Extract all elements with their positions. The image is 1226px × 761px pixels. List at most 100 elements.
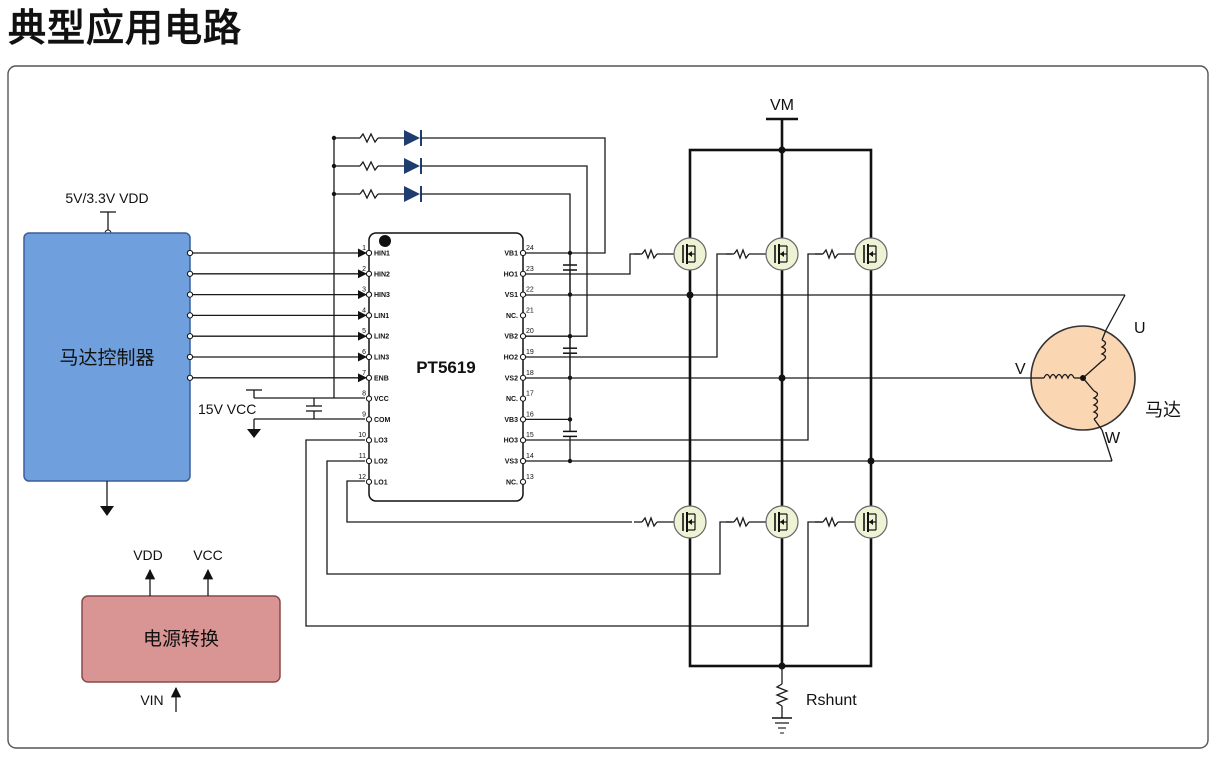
pin-name: HIN2: [374, 271, 390, 278]
ground-arrow-icon: [247, 429, 261, 438]
vcc-supply: 15V VCC: [198, 389, 365, 438]
boot-resistor: [359, 160, 379, 172]
pin-number: 14: [526, 453, 534, 460]
ic-pin-right: [519, 353, 527, 361]
pin-number: 17: [526, 391, 534, 398]
diagram-panel: [7, 65, 1209, 749]
pin-number: 1: [362, 245, 366, 252]
diode-icon: [404, 158, 420, 174]
pin-number: 22: [526, 287, 534, 294]
mosfet-icon: [726, 505, 799, 539]
pin-name: VS2: [505, 375, 518, 382]
ic-pin-left: [365, 291, 373, 298]
pin-number: 9: [362, 411, 366, 418]
junction-dot: [567, 417, 573, 422]
phase-v-label: V: [1015, 361, 1026, 378]
pin-name: COM: [374, 417, 391, 424]
pin-name: VB3: [504, 417, 518, 424]
pin-name: VCC: [374, 396, 389, 403]
ic-name: PT5619: [416, 358, 476, 377]
controller-output-pin: [186, 291, 194, 298]
power-out-vcc: VCC: [193, 547, 223, 563]
bootstrap-circuits: [331, 130, 606, 464]
pin-number: 24: [526, 245, 534, 252]
pin-number: 20: [526, 328, 534, 335]
ic-pin-left: [365, 478, 373, 485]
motor-label: 马达: [1145, 400, 1181, 421]
ic-pin-right: [519, 416, 527, 423]
pin-number: 16: [526, 411, 534, 418]
boot-resistor: [359, 132, 379, 144]
pin-name: LIN1: [374, 313, 389, 320]
controller-output-pin: [186, 333, 194, 340]
pin-name: VB1: [504, 251, 518, 258]
three-phase-bridge: [634, 146, 888, 670]
boot-wire: [421, 193, 571, 421]
boot-wire: [421, 137, 606, 254]
pin-number: 8: [362, 391, 366, 398]
ic-pin-left: [365, 353, 373, 361]
pin-number: 2: [362, 266, 366, 273]
ic-pin-right: [519, 437, 527, 444]
ic-pin-right: [519, 333, 527, 340]
pin-name: ENB: [374, 375, 389, 382]
pin-number: 11: [359, 453, 366, 460]
mosfet-icon: [815, 237, 888, 271]
ic-pin-left: [365, 437, 373, 444]
control-signal-lines: [186, 248, 367, 383]
mosfet-icon: [726, 237, 799, 271]
pin-number: 12: [358, 474, 366, 481]
phase-w-label: W: [1105, 430, 1121, 447]
ic-pin-left: [365, 374, 373, 381]
shunt-resistor: Rshunt: [772, 666, 857, 734]
power-in-vin: VIN: [140, 692, 163, 708]
gate-drive-wires: [305, 253, 1125, 627]
pin-name: LIN2: [374, 334, 389, 341]
ic-pin-left: [365, 249, 373, 257]
vm-supply: VM: [766, 97, 798, 150]
pin-number: 13: [526, 474, 534, 481]
ic-pin-left: [365, 270, 373, 277]
ic-pin-left: [365, 416, 373, 423]
pin-number: 3: [362, 287, 366, 294]
pin1-marker: [379, 235, 391, 247]
controller-output-pin: [186, 374, 194, 381]
pin-number: 19: [526, 349, 534, 356]
pin-name: HO1: [504, 271, 519, 278]
ic-pin-right: [519, 312, 527, 319]
ic-pin-left: [365, 333, 373, 340]
ic-pin-right: [519, 457, 527, 465]
mosfet-icon: [815, 505, 888, 539]
pin-number: 18: [526, 370, 534, 377]
pin-name: VS1: [505, 292, 518, 299]
ic-pin-left: [365, 457, 373, 465]
ic-pin-left: [365, 312, 373, 319]
phase-u-label: U: [1134, 320, 1146, 337]
controller-output-pin: [186, 249, 194, 257]
controller-label: 马达控制器: [59, 347, 154, 369]
pin-name: HO2: [504, 355, 519, 362]
pin-number: 15: [526, 432, 534, 439]
pin-name: VS3: [505, 459, 518, 466]
controller-output-pin: [186, 312, 194, 319]
motor-controller-block: 马达控制器 5V/3.3V VDD: [23, 190, 191, 516]
page-title: 典型应用电路: [8, 6, 243, 50]
pin-number: 5: [362, 328, 366, 335]
pin-number: 21: [526, 307, 534, 314]
pin-number: 4: [362, 307, 366, 314]
mosfet-icon: [634, 237, 707, 271]
controller-output-pin: [186, 270, 194, 277]
pin-name: VB2: [504, 334, 518, 341]
pin-number: 10: [358, 432, 366, 439]
ic-pin-right: [519, 270, 527, 277]
pin-name: LO2: [374, 459, 388, 466]
boot-wire: [421, 165, 588, 337]
ground-arrow-icon: [100, 506, 114, 516]
power-label: 电源转换: [143, 628, 219, 650]
pin-name: LO3: [374, 438, 388, 445]
pin-name: NC.: [506, 479, 518, 486]
pin-number: 6: [362, 349, 366, 356]
vcc15-label: 15V VCC: [198, 401, 256, 417]
ic-pin-right: [519, 478, 527, 485]
